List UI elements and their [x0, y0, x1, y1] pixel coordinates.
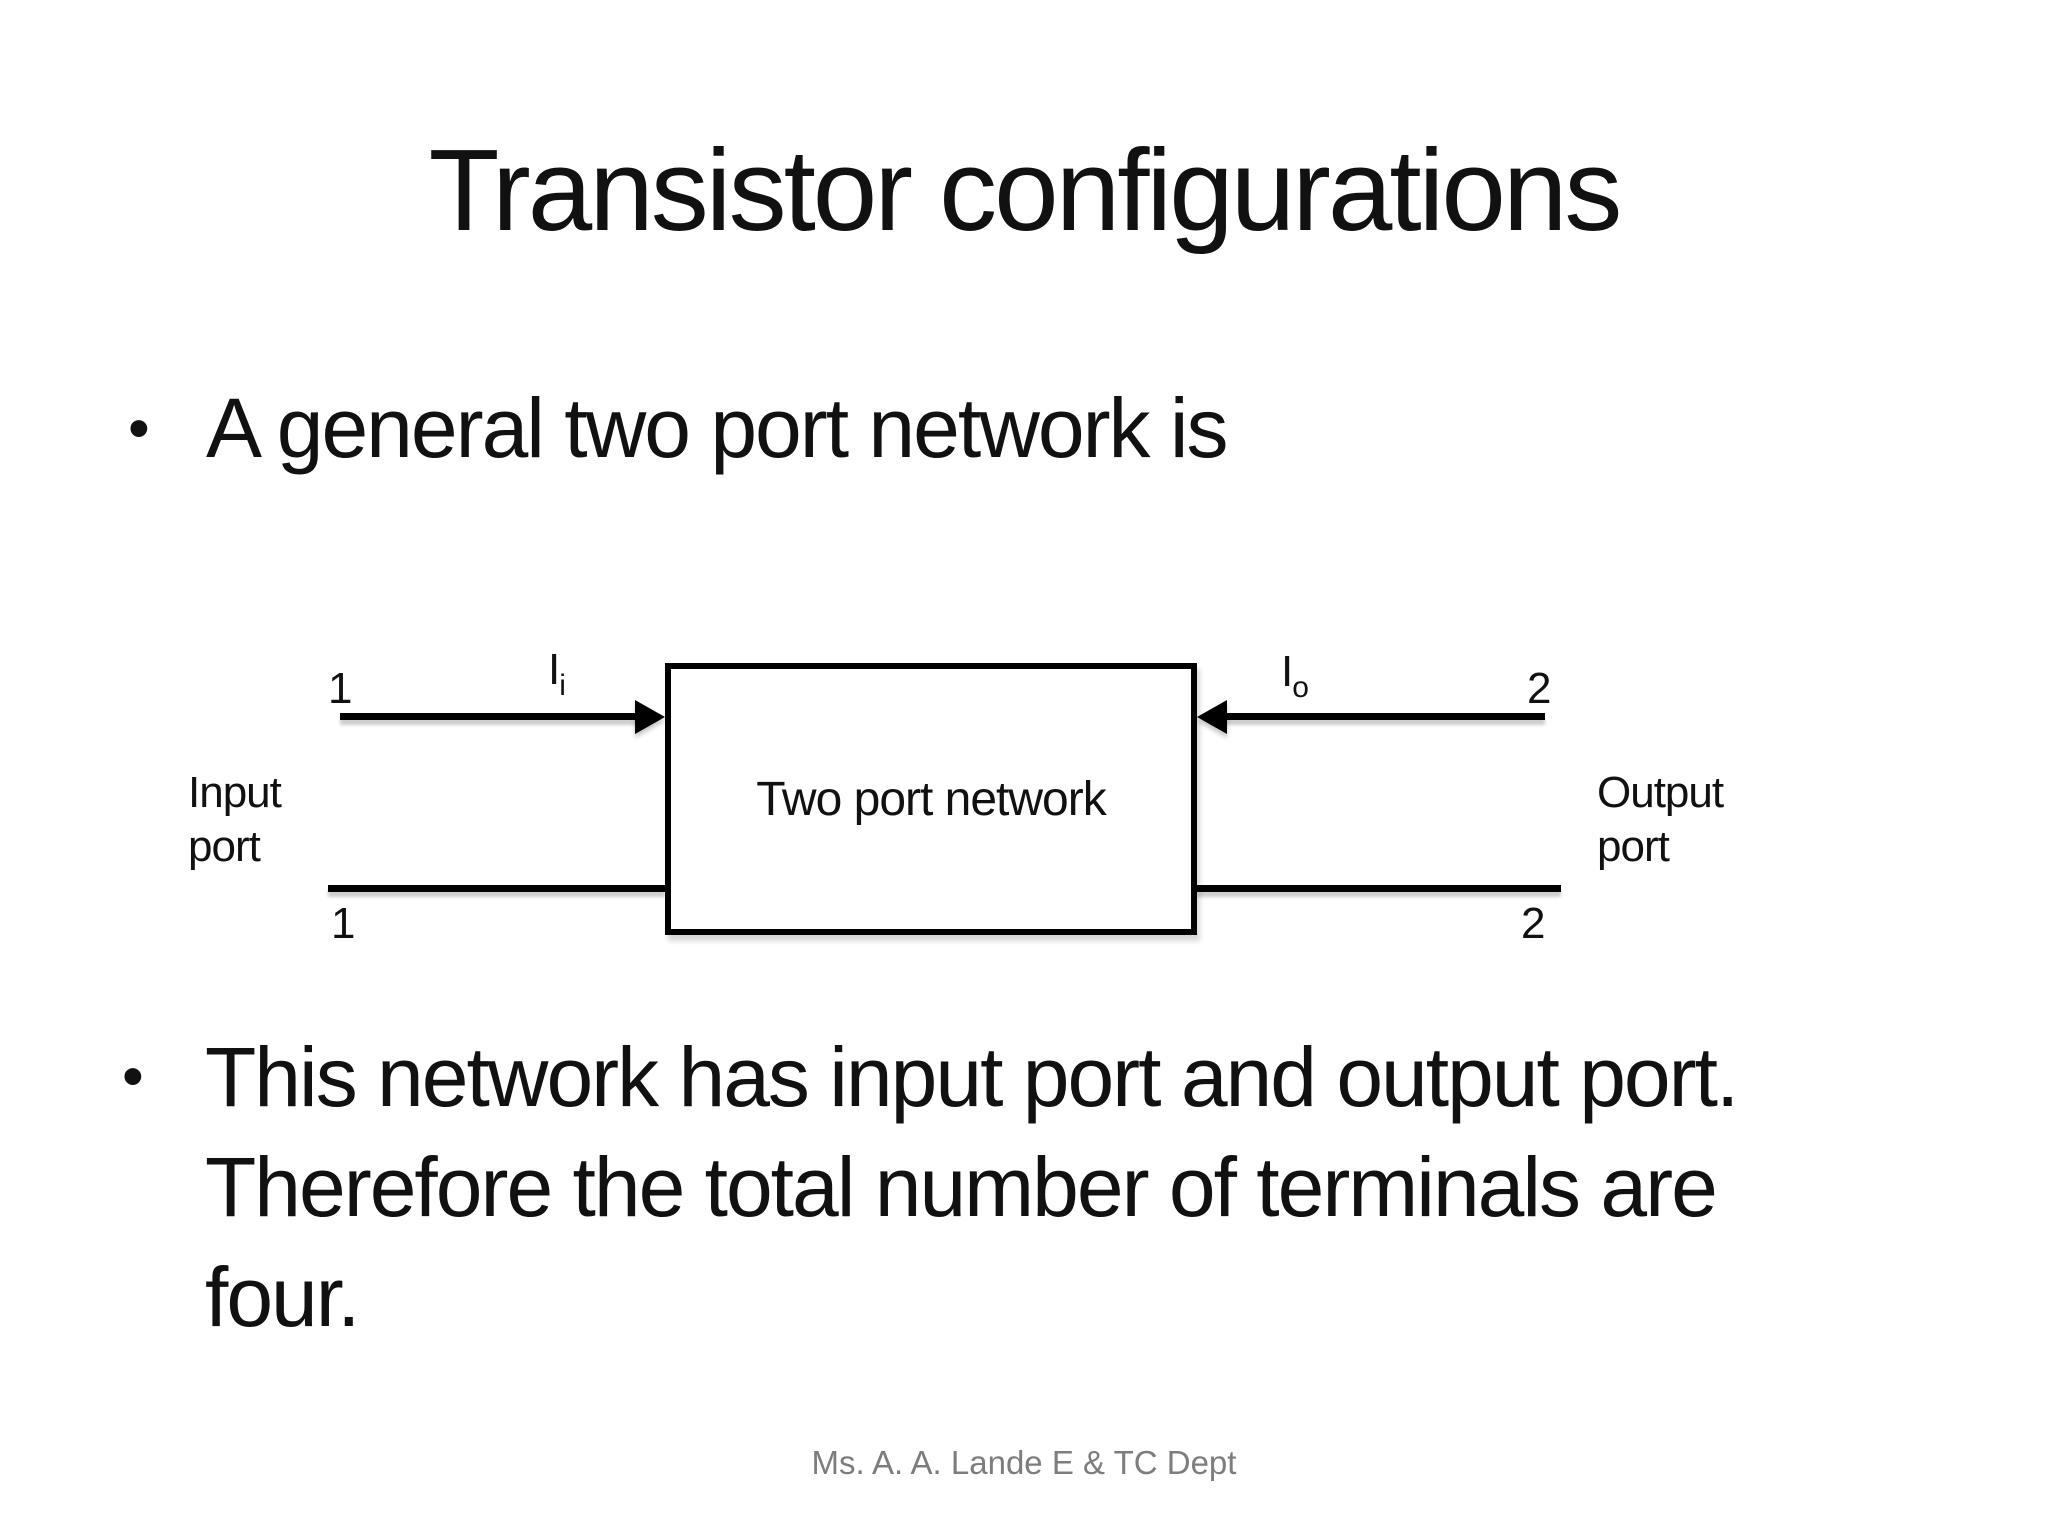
- output-port-label: Output port: [1597, 766, 1724, 874]
- bullet-item-2: • This network has input port and output…: [122, 1022, 1739, 1352]
- terminal-2-top: 2: [1527, 664, 1552, 713]
- bullet-dot: •: [122, 1042, 144, 1111]
- footer-credit: Ms. A. A. Lande E & TC Dept: [811, 1444, 1237, 1481]
- input-port-label: Input port: [188, 766, 282, 874]
- input-port-label-line2: port: [188, 822, 261, 871]
- two-port-network-box: Two port network: [665, 663, 1197, 935]
- output-port-label-line2: port: [1597, 822, 1670, 871]
- two-port-network-label: Two port network: [756, 772, 1106, 826]
- input-port-label-line1: Input: [188, 768, 282, 817]
- bullet-dot: •: [128, 394, 150, 463]
- terminal-2-bottom: 2: [1521, 899, 1546, 948]
- slide-title: Transistor configurations: [428, 125, 1623, 255]
- input-current-symbol: I: [548, 645, 560, 694]
- bullet-2-line-1: This network has input port and output p…: [205, 1030, 1739, 1124]
- output-current-subscript: o: [1292, 671, 1309, 704]
- bullet-2-text: This network has input port and output p…: [205, 1022, 1739, 1352]
- output-port-label-line1: Output: [1597, 768, 1724, 817]
- output-current-label: Io: [1281, 650, 1309, 710]
- input-current-subscript: i: [559, 669, 566, 702]
- input-bottom-wire: [328, 885, 665, 892]
- output-bottom-wire: [1197, 885, 1561, 892]
- terminal-1-bottom: 1: [331, 899, 356, 948]
- input-top-wire: [340, 713, 650, 720]
- bullet-2-line-2: Therefore the total number of terminals …: [205, 1140, 1718, 1234]
- arrow-right-icon: [635, 700, 665, 734]
- output-top-wire: [1215, 713, 1545, 720]
- arrow-left-icon: [1197, 700, 1227, 734]
- terminal-1-top: 1: [328, 664, 353, 713]
- bullet-1-text: A general two port network is: [206, 381, 1229, 475]
- input-current-label: Ii: [548, 648, 566, 708]
- bullet-item-1: • A general two port network is: [128, 376, 1229, 481]
- bullet-2-line-3: four.: [205, 1250, 360, 1344]
- output-current-symbol: I: [1281, 647, 1293, 696]
